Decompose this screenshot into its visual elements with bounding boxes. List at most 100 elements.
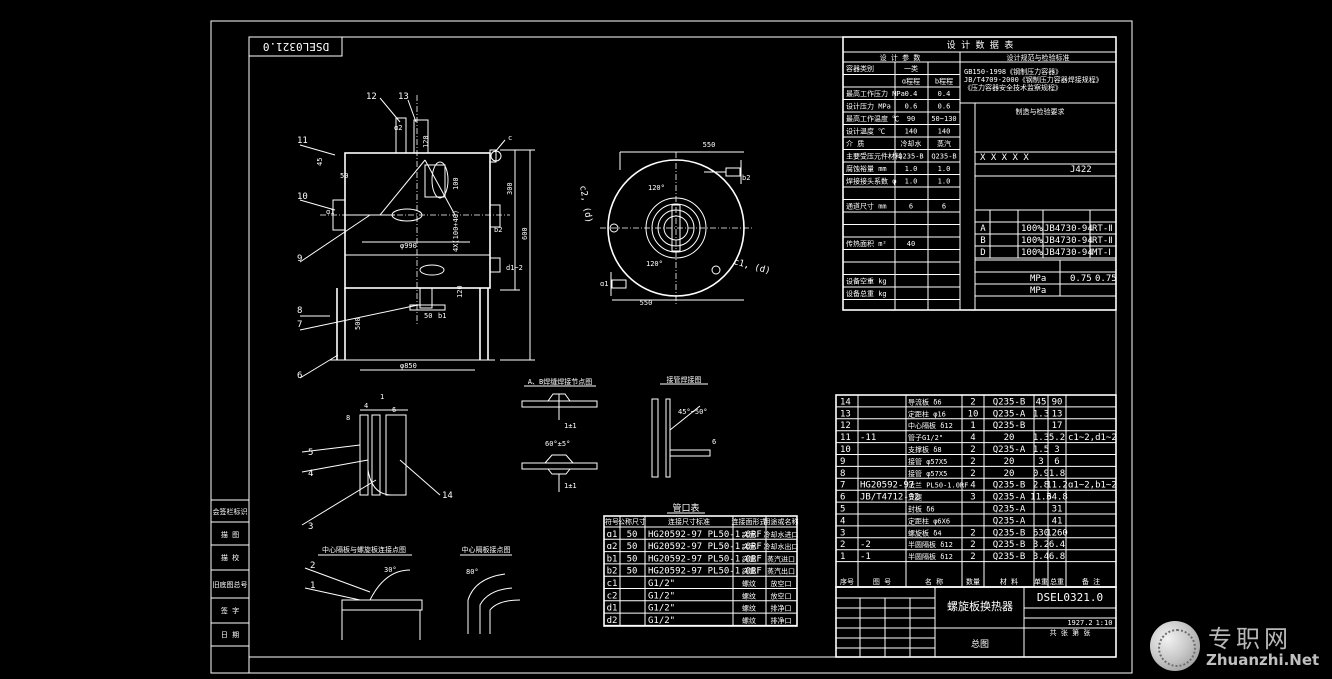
part-unit-weight: 2.8 xyxy=(1033,481,1049,491)
strip-label-0: 会签栏标识 xyxy=(213,507,248,516)
part-name: 中心隔板 δ12 xyxy=(908,421,953,430)
design-table-title: 设 计 数 据 表 xyxy=(947,39,1014,51)
ndt-code: D xyxy=(980,248,985,258)
nozzle-header-cell: 公称尺寸 xyxy=(618,517,646,526)
ndt-standard: JB4730-94 xyxy=(1044,224,1093,234)
inner-frame xyxy=(248,36,1117,658)
part-label-3: 3 xyxy=(308,522,313,532)
watermark-en: Zhuanzhi.Net xyxy=(1206,651,1320,669)
design-row-value-b: 140 xyxy=(938,128,951,136)
part-name: 支撑板 δ8 xyxy=(908,445,942,454)
side-dim-550-bottom: 550 xyxy=(640,299,653,307)
detail-spiral-section: 1 4 8 6 5 4 3 14 xyxy=(301,393,453,532)
part-name: 半圆隔板 δ12 xyxy=(908,540,953,549)
dim-phi990: φ990 xyxy=(400,242,417,250)
nozzle-face: 突面 xyxy=(742,567,756,576)
part-total-weight: 34.8 xyxy=(1046,493,1068,503)
part-total-weight: 31 xyxy=(1052,505,1063,515)
design-row-value-a: 冷却水 xyxy=(901,139,922,148)
part-qty: 2 xyxy=(970,457,975,467)
design-row-value-b: 0.6 xyxy=(938,103,951,111)
part-material: 20 xyxy=(1004,469,1015,479)
part-label-7: 7 xyxy=(297,320,302,330)
part-no: 1 xyxy=(840,552,845,562)
nozzle-header-cell: 连接尺寸标准 xyxy=(668,517,710,526)
part-drawing-code: JB/T4712-92 xyxy=(860,493,920,503)
part-material: 20 xyxy=(1004,457,1015,467)
part-material: Q235-B xyxy=(993,481,1026,491)
left-strip: 会签栏标识 描 图 描 校 旧底图总号 签 字 日 期 xyxy=(210,499,250,674)
strip-label-2: 描 校 xyxy=(221,553,239,562)
design-row-label: 设备空重 kg xyxy=(846,277,887,286)
nozzle-standard: G1/2" xyxy=(648,604,675,614)
dim-120-bottom: 120 xyxy=(456,285,464,298)
design-row-label: 焊接接头系数 φ xyxy=(846,177,896,186)
side-label-c2: c2, (d) xyxy=(577,185,593,224)
nozzle-a1-label: ɑ1 xyxy=(326,208,334,216)
parts-header-cell: 单重 xyxy=(1034,577,1048,586)
test-unit-b: MPa xyxy=(1030,286,1046,296)
nozzle-use: 排净口 xyxy=(771,604,792,613)
design-row-value-a: 1.0 xyxy=(905,165,918,173)
parts-header-cell: 图 号 xyxy=(873,578,891,586)
ndt-method: RT-Ⅱ xyxy=(1092,224,1113,234)
parts-header-cell: 数量 xyxy=(966,577,980,586)
ndt-code: B xyxy=(980,236,985,246)
design-row-label: 设计温度 ℃ xyxy=(846,127,885,136)
part-material: Q235-A xyxy=(993,445,1026,455)
nozzle-face: 突面 xyxy=(742,542,756,551)
nozzle-header-cell: 连接面形式 xyxy=(732,517,767,526)
part-label-14: 14 xyxy=(442,491,453,501)
part-total-weight: 11.2 xyxy=(1046,481,1068,491)
design-data-table: 设 计 数 据 表 设 计 参 数 设计规范与检验标准 GB150-1998《钢… xyxy=(842,36,1117,311)
part-unit-weight: 1.3 xyxy=(1033,433,1049,443)
nozzle-header-cell: 用途或名称 xyxy=(764,517,799,526)
detail-center-plate: 中心隔板与螺旋板连接点图 2 1 30° xyxy=(304,545,423,640)
design-row-value-b: 6 xyxy=(942,203,946,211)
title-weight: 1927.2 xyxy=(1067,619,1092,627)
part-label-1: 1 xyxy=(310,581,315,591)
nozzle-symbol: d2 xyxy=(607,616,618,626)
design-row-label: 最高工作温度 ℃ xyxy=(846,114,899,123)
part-name: 定距柱 φ6X6 xyxy=(908,516,950,525)
design-row-value-a: 90 xyxy=(907,115,915,123)
part-material: 20 xyxy=(1004,433,1015,443)
part-name: 支腿 xyxy=(908,493,922,502)
detail-ab-weld: A、B焊缝焊接节点图 1±1 60°±5° 1±1 xyxy=(521,377,598,492)
nozzle-symbol: c1 xyxy=(607,579,618,589)
side-dim-550-top: 550 xyxy=(703,141,716,149)
part-total-weight: 1.8 xyxy=(1049,469,1065,479)
part-unit-weight: 3.2 xyxy=(1033,540,1049,550)
test-pressure-b: 0.75 xyxy=(1095,274,1117,284)
nozzle-dn: 50 xyxy=(627,567,638,577)
detail-weld-6: 6 xyxy=(712,438,716,446)
outer-frame xyxy=(210,20,1133,674)
design-row-value-a: Q235-B xyxy=(898,153,923,161)
part-unit-weight: 11.6 xyxy=(1030,493,1052,503)
ndt-standard: JB4730-94 xyxy=(1044,236,1093,246)
part-no: 12 xyxy=(840,421,851,431)
nozzle-symbol: d1 xyxy=(607,604,618,614)
dim-phi850: φ850 xyxy=(400,362,417,370)
nozzle-d-label: d1~2 xyxy=(506,264,523,272)
nozzle-use: 蒸汽出口 xyxy=(767,567,795,576)
detail-center-title: 中心隔板与螺旋板连接点图 xyxy=(322,545,406,554)
detail-center-plate-2: 中心隔板接点图 80° xyxy=(460,545,521,634)
part-qty: 2 xyxy=(970,469,975,479)
side-view: 550 550 120° 120° c2, (d) c1, (d) ɑ1 b2 xyxy=(577,141,771,307)
detail-spiral-label-1: 1 xyxy=(380,393,384,401)
part-name: 螺旋板 δ4 xyxy=(908,528,942,537)
design-row-label: 传热面积 m² xyxy=(846,239,887,248)
design-row-value-b: 1.0 xyxy=(938,165,951,173)
part-name: 封板 δ6 xyxy=(908,505,935,514)
dim-50-bottom: 50 xyxy=(424,312,432,320)
ndt-method: RT-Ⅱ xyxy=(1092,236,1113,246)
inspection-heading: 制造与检验要求 xyxy=(1016,107,1065,116)
part-name: 管子G1/2" xyxy=(908,433,943,442)
part-label-11: 11 xyxy=(297,136,308,146)
part-label-4: 4 xyxy=(308,469,313,479)
part-name: 导流板 δ6 xyxy=(908,397,942,406)
title-drawing-no: DSEL0321.0 xyxy=(1037,591,1103,604)
front-view: 12 13 11 10 9 8 7 6 120 100 300 600 4X(1… xyxy=(297,92,535,381)
